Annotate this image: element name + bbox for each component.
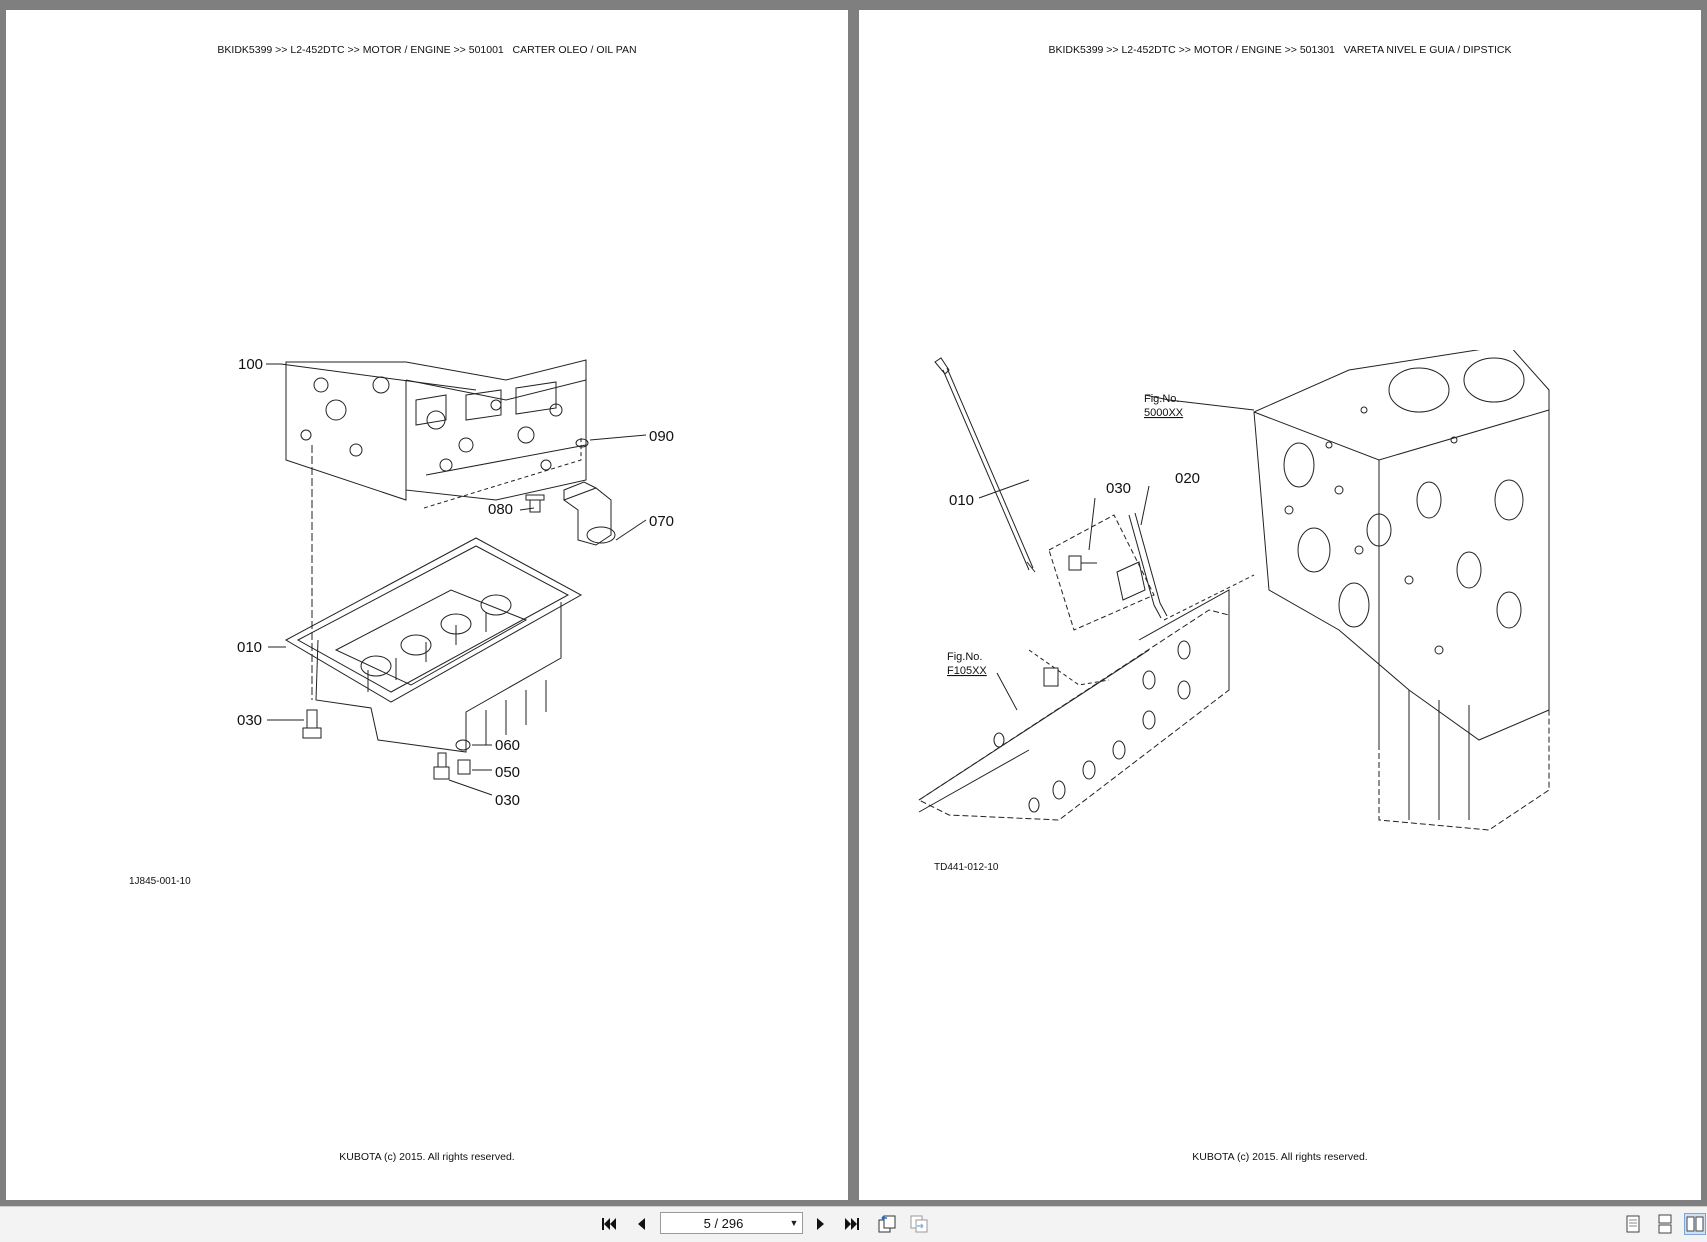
single-page-view-icon[interactable]: [1622, 1213, 1644, 1235]
callout-010: 010: [949, 492, 974, 509]
go-back-view-icon[interactable]: [876, 1213, 898, 1235]
page-number-field[interactable]: 5 / 296 ▼: [660, 1212, 803, 1234]
next-page-icon[interactable]: [810, 1213, 832, 1235]
pdf-page-right: BKIDK5399 >> L2-452DTC >> MOTOR / ENGINE…: [859, 10, 1701, 1200]
fig-ref-code: 5000XX: [1144, 407, 1184, 419]
callout-080: 080: [488, 501, 513, 518]
callout-030: 030: [495, 792, 520, 809]
oil-pan-exploded-diagram: 100 090 080 070 010 030 060 050 030: [237, 356, 674, 809]
fig-ref-code: F105XX: [947, 665, 987, 677]
callout-030: 030: [237, 712, 262, 729]
fig-ref-label: Fig.No.: [1144, 393, 1179, 405]
callout-060: 060: [495, 737, 520, 754]
two-page-view-icon[interactable]: [1684, 1213, 1706, 1235]
figure-code: 1J845-001-10: [129, 876, 191, 887]
prev-page-icon[interactable]: [630, 1213, 652, 1235]
continuous-view-icon[interactable]: [1654, 1213, 1676, 1235]
last-page-icon[interactable]: [841, 1213, 863, 1235]
page-footer: KUBOTA (c) 2015. All rights reserved.: [339, 1151, 515, 1163]
callout-030: 030: [1106, 480, 1131, 497]
callout-070: 070: [649, 513, 674, 530]
callout-050: 050: [495, 764, 520, 781]
callout-010: 010: [237, 639, 262, 656]
page-footer: KUBOTA (c) 2015. All rights reserved.: [1192, 1151, 1368, 1163]
pdf-navigation-toolbar: 5 / 296 ▼: [0, 1206, 1707, 1242]
fig-ref-label: Fig.No.: [947, 651, 982, 663]
figure-code: TD441-012-10: [934, 862, 999, 873]
go-forward-view-icon[interactable]: [908, 1213, 930, 1235]
callout-090: 090: [649, 428, 674, 445]
callout-100: 100: [238, 356, 263, 373]
chevron-down-icon[interactable]: ▼: [789, 1218, 799, 1228]
first-page-icon[interactable]: [598, 1213, 620, 1235]
dipstick-exploded-diagram: 010 030 020 Fig.No. 5000XX Fig.No. F105X…: [917, 350, 1550, 831]
page-header: BKIDK5399 >> L2-452DTC >> MOTOR / ENGINE…: [1048, 44, 1512, 56]
pdf-page-left: BKIDK5399 >> L2-452DTC >> MOTOR / ENGINE…: [6, 10, 848, 1200]
callout-020: 020: [1175, 470, 1200, 487]
page-indicator: 5 / 296: [703, 1215, 744, 1231]
page-header: BKIDK5399 >> L2-452DTC >> MOTOR / ENGINE…: [217, 44, 637, 56]
